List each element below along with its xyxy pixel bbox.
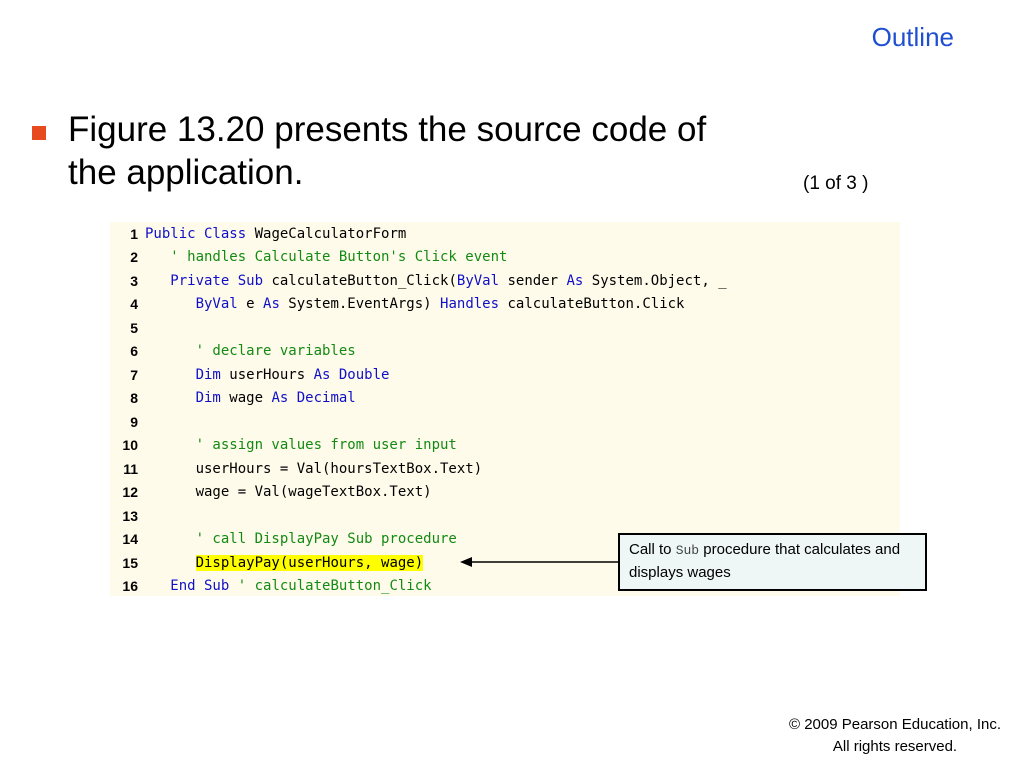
line-number: 12 [122, 484, 138, 501]
line-number: 13 [122, 507, 138, 524]
callout-code-word: Sub [675, 543, 700, 558]
code-line: 6 ' declare variables [110, 340, 356, 364]
code-text [145, 555, 196, 571]
bullet-square-icon [32, 126, 46, 140]
line-number: 11 [123, 460, 138, 477]
callout-prefix: Call to [629, 541, 676, 558]
code-keyword: ByVal [456, 272, 500, 289]
line-number: 9 [130, 413, 138, 430]
code-text: WageCalculatorForm [246, 225, 407, 242]
code-keyword: End Sub [145, 578, 230, 595]
copyright-notice: © 2009 Pearson Education, Inc. All right… [788, 716, 1002, 755]
code-line: 10 ' assign values from user input [110, 434, 457, 458]
code-text: e [237, 296, 264, 313]
code-comment: ' declare variables [145, 343, 356, 360]
code-text: wage [220, 390, 272, 407]
code-comment: ' calculateButton_Click [229, 578, 432, 595]
code-keyword: As [566, 272, 584, 289]
line-number: 8 [130, 390, 138, 407]
code-line: 5 [110, 316, 145, 340]
code-text: System.Object, _ [583, 272, 727, 289]
code-line: 12 wage = Val(wageTextBox.Text) [110, 481, 432, 505]
code-keyword: ByVal [145, 296, 238, 313]
code-line: 9 [110, 410, 145, 434]
callout-box: Call to Sub procedure that calculates an… [618, 533, 927, 591]
code-line: 14 ' call DisplayPay Sub procedure [110, 528, 457, 552]
code-line: 4 ByVal e As System.EventArgs) Handles c… [110, 293, 684, 317]
code-keyword: Public Class [145, 225, 247, 242]
line-number: 6 [130, 343, 138, 360]
code-comment: ' assign values from user input [145, 437, 457, 454]
code-keyword: As [263, 296, 280, 313]
line-number: 4 [130, 296, 138, 313]
code-text: calculateButton_Click( [263, 272, 457, 289]
code-line: 16 End Sub ' calculateButton_Click [110, 575, 432, 599]
code-keyword: Dim [145, 390, 221, 407]
bullet-point: Figure 13.20 presents the source code of… [32, 108, 732, 194]
line-number: 2 [130, 249, 138, 266]
code-text: calculateButton.Click [499, 296, 685, 313]
code-text: System.EventArgs) [279, 296, 441, 313]
code-comment: ' call DisplayPay Sub procedure [145, 531, 457, 548]
code-comment: ' handles Calculate Button's Click event [145, 249, 508, 266]
line-number: 7 [130, 366, 138, 383]
code-keyword: As Decimal [271, 390, 356, 407]
code-highlight: DisplayPay(userHours, wage) [195, 554, 424, 571]
code-line: 11 userHours = Val(hoursTextBox.Text) [110, 457, 482, 481]
line-number: 1 [130, 225, 138, 242]
outline-link[interactable]: Outline [871, 22, 954, 52]
code-line: 15 DisplayPay(userHours, wage) [110, 551, 424, 575]
code-line: 2 ' handles Calculate Button's Click eve… [110, 246, 507, 270]
code-keyword: Dim [145, 366, 221, 383]
line-number: 16 [122, 578, 138, 595]
line-number: 14 [122, 531, 138, 548]
callout-suffix: procedure that calculates and displays w… [629, 541, 901, 581]
code-keyword: Handles [440, 296, 500, 313]
code-text: userHours [220, 366, 314, 383]
code-keyword: As Double [313, 366, 390, 383]
code-line: 8 Dim wage As Decimal [110, 387, 356, 411]
page-indicator: (1 of 3 ) [803, 173, 869, 194]
code-line: 13 [110, 504, 145, 528]
bullet-text: Figure 13.20 presents the source code of… [68, 110, 707, 192]
code-line: 7 Dim userHours As Double [110, 363, 389, 387]
code-keyword: Private Sub [145, 272, 264, 289]
line-number: 10 [122, 437, 138, 454]
code-line: 1 Public Class WageCalculatorForm [110, 222, 406, 246]
code-text: userHours = Val(hoursTextBox.Text) [145, 460, 483, 477]
code-listing: 1 Public Class WageCalculatorForm 2 ' hand… [110, 222, 900, 596]
line-number: 5 [130, 319, 138, 336]
code-text: sender [499, 272, 567, 289]
code-text: wage = Val(wageTextBox.Text) [145, 484, 432, 501]
line-number: 3 [130, 272, 138, 289]
line-number: 15 [122, 554, 138, 571]
code-line: 3 Private Sub calculateButton_Click(ByVa… [110, 269, 727, 293]
